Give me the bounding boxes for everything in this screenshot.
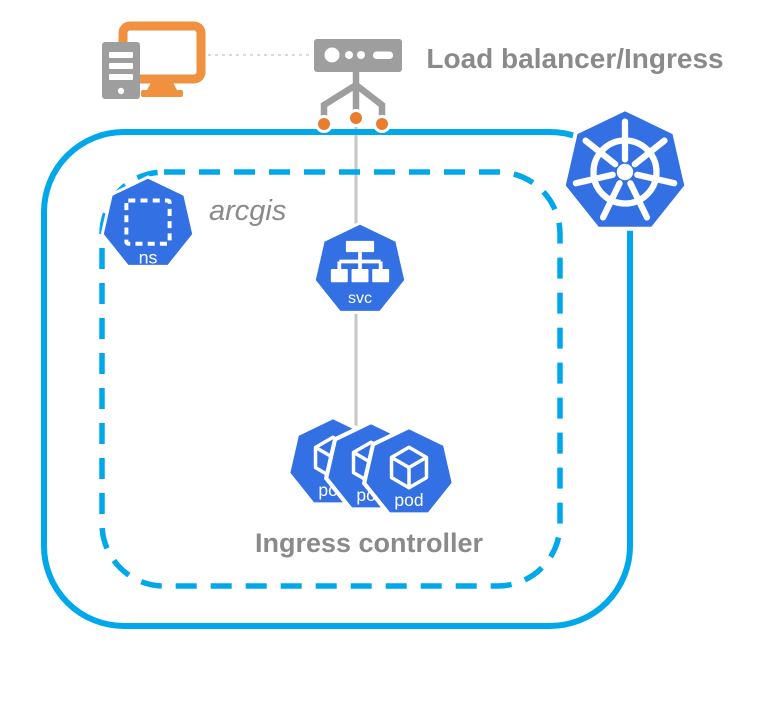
service-badge: svc bbox=[348, 290, 372, 307]
load-balancer-label: Load balancer/Ingress bbox=[426, 43, 723, 74]
namespace-icon bbox=[124, 198, 172, 246]
client-computer-icon bbox=[102, 21, 206, 99]
ingress-controller-label: Ingress controller bbox=[255, 528, 484, 558]
service-tree-icon bbox=[330, 240, 390, 283]
load-balancer-branches bbox=[320, 72, 386, 116]
service-node: svc bbox=[312, 221, 408, 314]
namespace-boundary bbox=[99, 169, 563, 589]
monitor-stand bbox=[147, 79, 177, 90]
namespace-node: ns bbox=[100, 175, 196, 268]
helm-wheel-icon bbox=[572, 118, 678, 221]
pod-node-front: pod bbox=[361, 424, 457, 517]
endpoint-dot-right bbox=[373, 115, 391, 133]
kubernetes-logo bbox=[561, 106, 689, 231]
load-balancer-icon bbox=[314, 39, 402, 133]
namespace-badge: ns bbox=[139, 247, 158, 267]
pod-badge: pod bbox=[394, 490, 423, 510]
monitor-base bbox=[141, 90, 183, 97]
power-button bbox=[117, 87, 125, 95]
namespace-name-label: arcgis bbox=[209, 195, 286, 227]
endpoint-dot-left bbox=[315, 115, 333, 133]
cluster-boundary bbox=[41, 129, 633, 629]
pod-cube-icon bbox=[389, 445, 429, 490]
endpoint-dot-middle bbox=[347, 109, 365, 127]
